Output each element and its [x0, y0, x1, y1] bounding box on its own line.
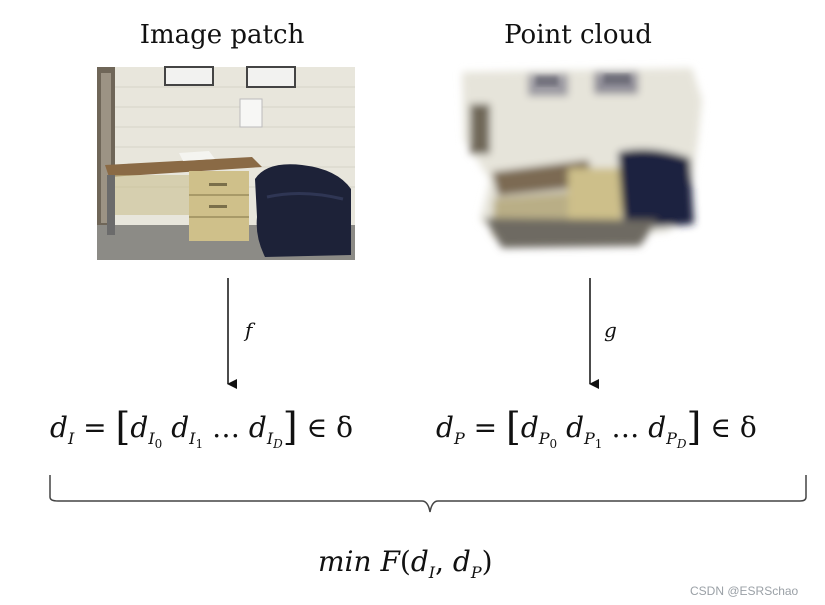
- mapping-label-f: f: [245, 318, 253, 342]
- watermark: CSDN @ESRSchao: [690, 584, 799, 598]
- point-cloud-heading: Point cloud: [504, 20, 652, 50]
- objective-formula: min F(dI, dP): [318, 545, 493, 582]
- point-descriptor-formula: dP = [dP0 dP1 … dPD] ∈ δ: [436, 405, 757, 451]
- image-patch-heading: Image patch: [139, 20, 305, 50]
- image-descriptor-formula: dI = [dI0 dI1 … dID] ∈ δ: [50, 405, 354, 451]
- curly-brace: [49, 475, 807, 513]
- mapping-label-g: g: [604, 318, 617, 342]
